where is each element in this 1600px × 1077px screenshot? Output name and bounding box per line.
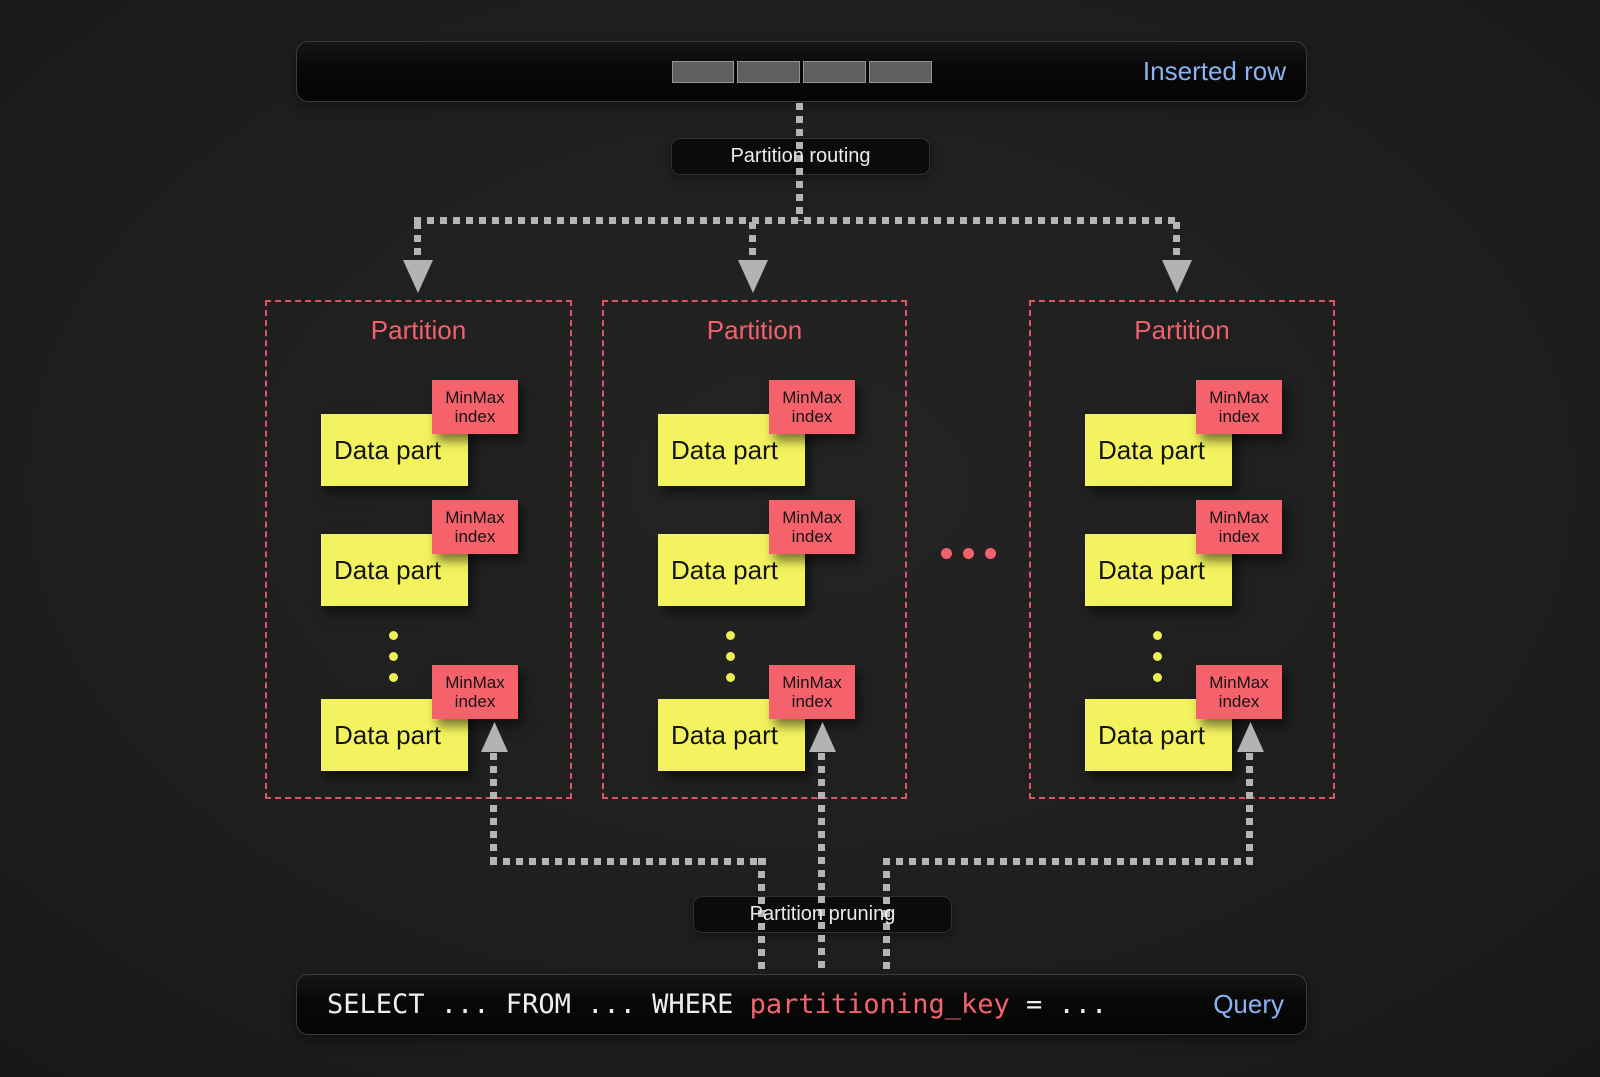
routing-drop-line-1 bbox=[414, 222, 421, 262]
row-cell bbox=[803, 61, 866, 83]
pruning-line-left-drop bbox=[758, 858, 765, 974]
data-part: Data part bbox=[321, 534, 468, 606]
more-parts-dot bbox=[1153, 631, 1162, 640]
query-label: Query bbox=[1213, 989, 1284, 1019]
partition-title: Partition bbox=[1134, 315, 1230, 345]
data-part: Data part bbox=[658, 699, 805, 771]
minmax-index-tag: MinMax index bbox=[769, 500, 855, 554]
sql-query-text: SELECT ... FROM ... WHERE partitioning_k… bbox=[327, 989, 1108, 1020]
row-cell bbox=[737, 61, 800, 83]
more-parts-dot bbox=[1153, 652, 1162, 661]
minmax-index-tag: MinMax index bbox=[1196, 380, 1282, 434]
ellipsis-dot bbox=[963, 548, 974, 559]
down-arrow-icon-3 bbox=[1162, 260, 1192, 293]
more-parts-dot bbox=[726, 673, 735, 682]
routing-distribution-line bbox=[414, 217, 1180, 224]
pruning-line-middle bbox=[818, 753, 825, 974]
partition-title: Partition bbox=[706, 315, 803, 345]
partition-box-2: Partition Data part MinMax index Data pa… bbox=[602, 300, 907, 799]
minmax-index-tag: MinMax index bbox=[769, 665, 855, 719]
more-parts-dot bbox=[1153, 673, 1162, 682]
down-arrow-icon-2 bbox=[738, 260, 768, 293]
minmax-index-tag: MinMax index bbox=[1196, 665, 1282, 719]
minmax-index-tag: MinMax index bbox=[1196, 500, 1282, 554]
down-arrow-icon-1 bbox=[403, 260, 433, 293]
ellipsis-dot bbox=[985, 548, 996, 559]
partitioning-key-token: partitioning_key bbox=[749, 989, 1010, 1020]
pruning-line-right-horizontal bbox=[883, 858, 1253, 865]
row-cell bbox=[671, 61, 735, 83]
minmax-index-tag: MinMax index bbox=[769, 380, 855, 434]
pruning-line-right-rise bbox=[1246, 753, 1253, 864]
partition-box-1: Partition Data part MinMax index Data pa… bbox=[265, 300, 572, 799]
row-cell bbox=[868, 61, 932, 83]
query-bar: SELECT ... FROM ... WHERE partitioning_k… bbox=[296, 974, 1307, 1035]
partition-pruning-text: Partition pruning bbox=[749, 903, 896, 925]
partition-box-3: Partition Data part MinMax index Data pa… bbox=[1029, 300, 1335, 799]
more-parts-dot bbox=[389, 631, 398, 640]
pruning-line-left-rise bbox=[490, 753, 497, 864]
minmax-index-tag: MinMax index bbox=[432, 665, 518, 719]
routing-feed-line bbox=[796, 103, 803, 221]
partition-routing-text: Partition routing bbox=[730, 145, 871, 167]
minmax-index-tag: MinMax index bbox=[432, 500, 518, 554]
inserted-row-bar: Inserted row bbox=[296, 41, 1307, 102]
routing-drop-line-3 bbox=[1173, 222, 1180, 262]
more-parts-dot bbox=[726, 631, 735, 640]
more-parts-dot bbox=[726, 652, 735, 661]
ellipsis-dot bbox=[941, 548, 952, 559]
partition-title: Partition bbox=[370, 315, 467, 345]
inserted-row-label: Inserted row bbox=[1142, 56, 1286, 86]
more-parts-dot bbox=[389, 652, 398, 661]
more-parts-dot bbox=[389, 673, 398, 682]
pruning-line-left-horizontal bbox=[490, 858, 766, 865]
minmax-index-tag: MinMax index bbox=[432, 380, 518, 434]
inserted-row-cells bbox=[671, 61, 932, 83]
pruning-line-right-drop bbox=[883, 858, 890, 974]
routing-drop-line-2 bbox=[749, 222, 756, 262]
